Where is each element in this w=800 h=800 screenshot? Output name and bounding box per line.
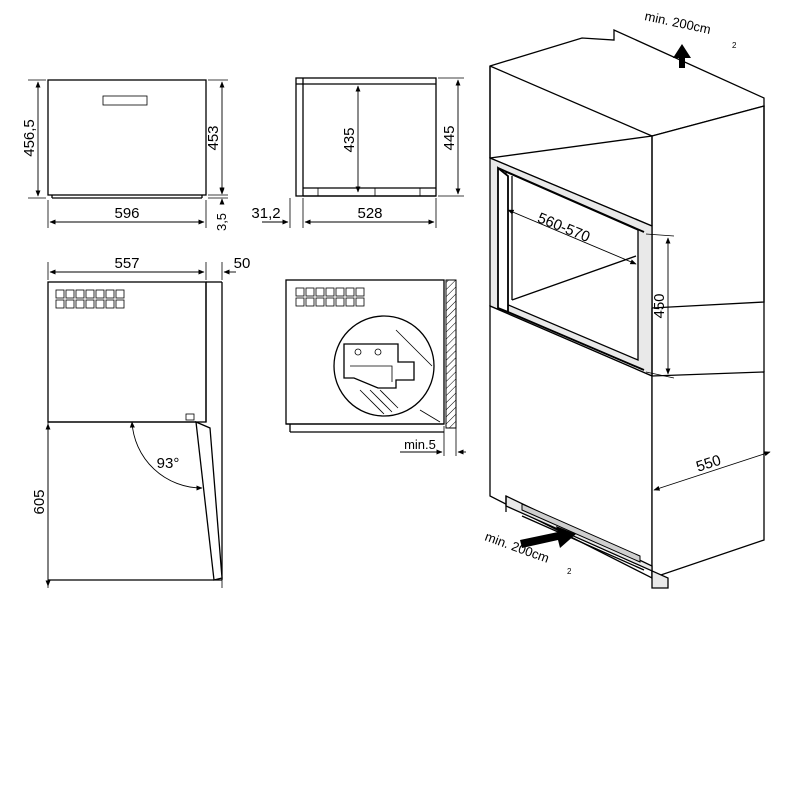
- cabinet-lower-side: [651, 371, 765, 579]
- vent-slot: [521, 503, 641, 563]
- top-panel: [47, 281, 207, 423]
- label-93-deg: 93°: [157, 455, 180, 472]
- dim-side-outer-height: 445: [438, 77, 464, 197]
- vent-top-label: min. 200cm: [643, 8, 712, 37]
- cabinet-top-front: [489, 28, 765, 159]
- vent-bottom-sup: 2: [567, 567, 572, 576]
- front-panel: [47, 79, 207, 196]
- dim-niche-height: 450: [645, 233, 675, 379]
- front-handle: [102, 95, 148, 106]
- label-605: 605: [31, 489, 48, 514]
- label-456-5: 456,5: [21, 119, 38, 157]
- label-550: 550: [694, 452, 723, 476]
- dim-min-gap: min.5: [400, 426, 466, 456]
- side-view: 435 445 31,2 528: [251, 77, 464, 228]
- label-3-5: 3,5: [214, 213, 229, 231]
- label-435: 435: [341, 127, 358, 152]
- side-panel: [295, 77, 437, 197]
- label-453: 453: [205, 125, 222, 150]
- vent-bottom-arrow: min. 200cm 2: [483, 526, 576, 576]
- label-557: 557: [114, 255, 139, 272]
- screw-hole-2: [374, 348, 382, 356]
- label-596: 596: [114, 205, 139, 222]
- front-view: 456,5 453 3,5 596: [21, 79, 229, 231]
- detail-profile: [343, 343, 415, 389]
- installed-top-view: min.5: [285, 279, 466, 456]
- dim-front-height-left: 456,5: [21, 79, 46, 199]
- vent-top-sup: 2: [732, 41, 737, 50]
- cabinet-isometric: 560-570 450 550 min. 200cm 2 min. 2: [483, 8, 771, 589]
- top-vent-grid: [55, 289, 125, 309]
- dim-side-inner-height: 435: [341, 85, 361, 193]
- dim-front-width: 596: [47, 200, 207, 228]
- installed-vent-grid: [295, 287, 365, 307]
- dim-door-depth: 605: [31, 423, 51, 587]
- dim-cabinet-depth: 550: [653, 451, 771, 491]
- label-31-2: 31,2: [251, 205, 280, 222]
- open-door: [195, 420, 223, 581]
- cabinet-upper-side: [651, 105, 765, 309]
- dim-gap-bottom: 3,5: [208, 188, 229, 231]
- label-445: 445: [441, 125, 458, 150]
- screw-hole-1: [354, 348, 362, 356]
- dim-side-depth: 31,2 528: [251, 198, 437, 228]
- wall-hatch: [445, 279, 457, 429]
- dim-top-width: 557: [47, 255, 207, 280]
- label-450: 450: [651, 293, 668, 318]
- top-view: 93° 557 50 605: [31, 255, 250, 588]
- dim-top-door: 50: [221, 255, 251, 280]
- dim-front-height-right: 453: [205, 79, 228, 196]
- niche-left-wall: [497, 166, 509, 314]
- label-50: 50: [234, 255, 251, 272]
- label-528: 528: [357, 205, 382, 222]
- vent-bottom-label: min. 200cm: [483, 529, 551, 566]
- label-min-5: min.5: [404, 437, 436, 452]
